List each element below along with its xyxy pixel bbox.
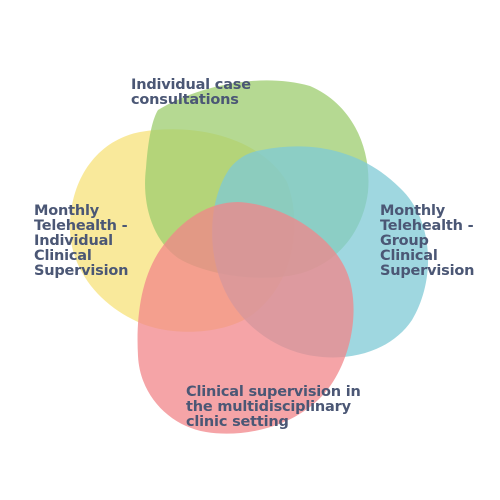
label-multidisciplinary-clinic-supervision: Clinical supervision in the multidiscipl… — [186, 384, 361, 430]
label-individual-case-consultations: Individual case consultations — [131, 77, 251, 108]
blob-pink — [137, 202, 354, 434]
label-group-clinical-supervision: Monthly Telehealth - Group Clinical Supe… — [380, 203, 475, 279]
label-individual-clinical-supervision: Monthly Telehealth - Individual Clinical… — [34, 203, 129, 279]
